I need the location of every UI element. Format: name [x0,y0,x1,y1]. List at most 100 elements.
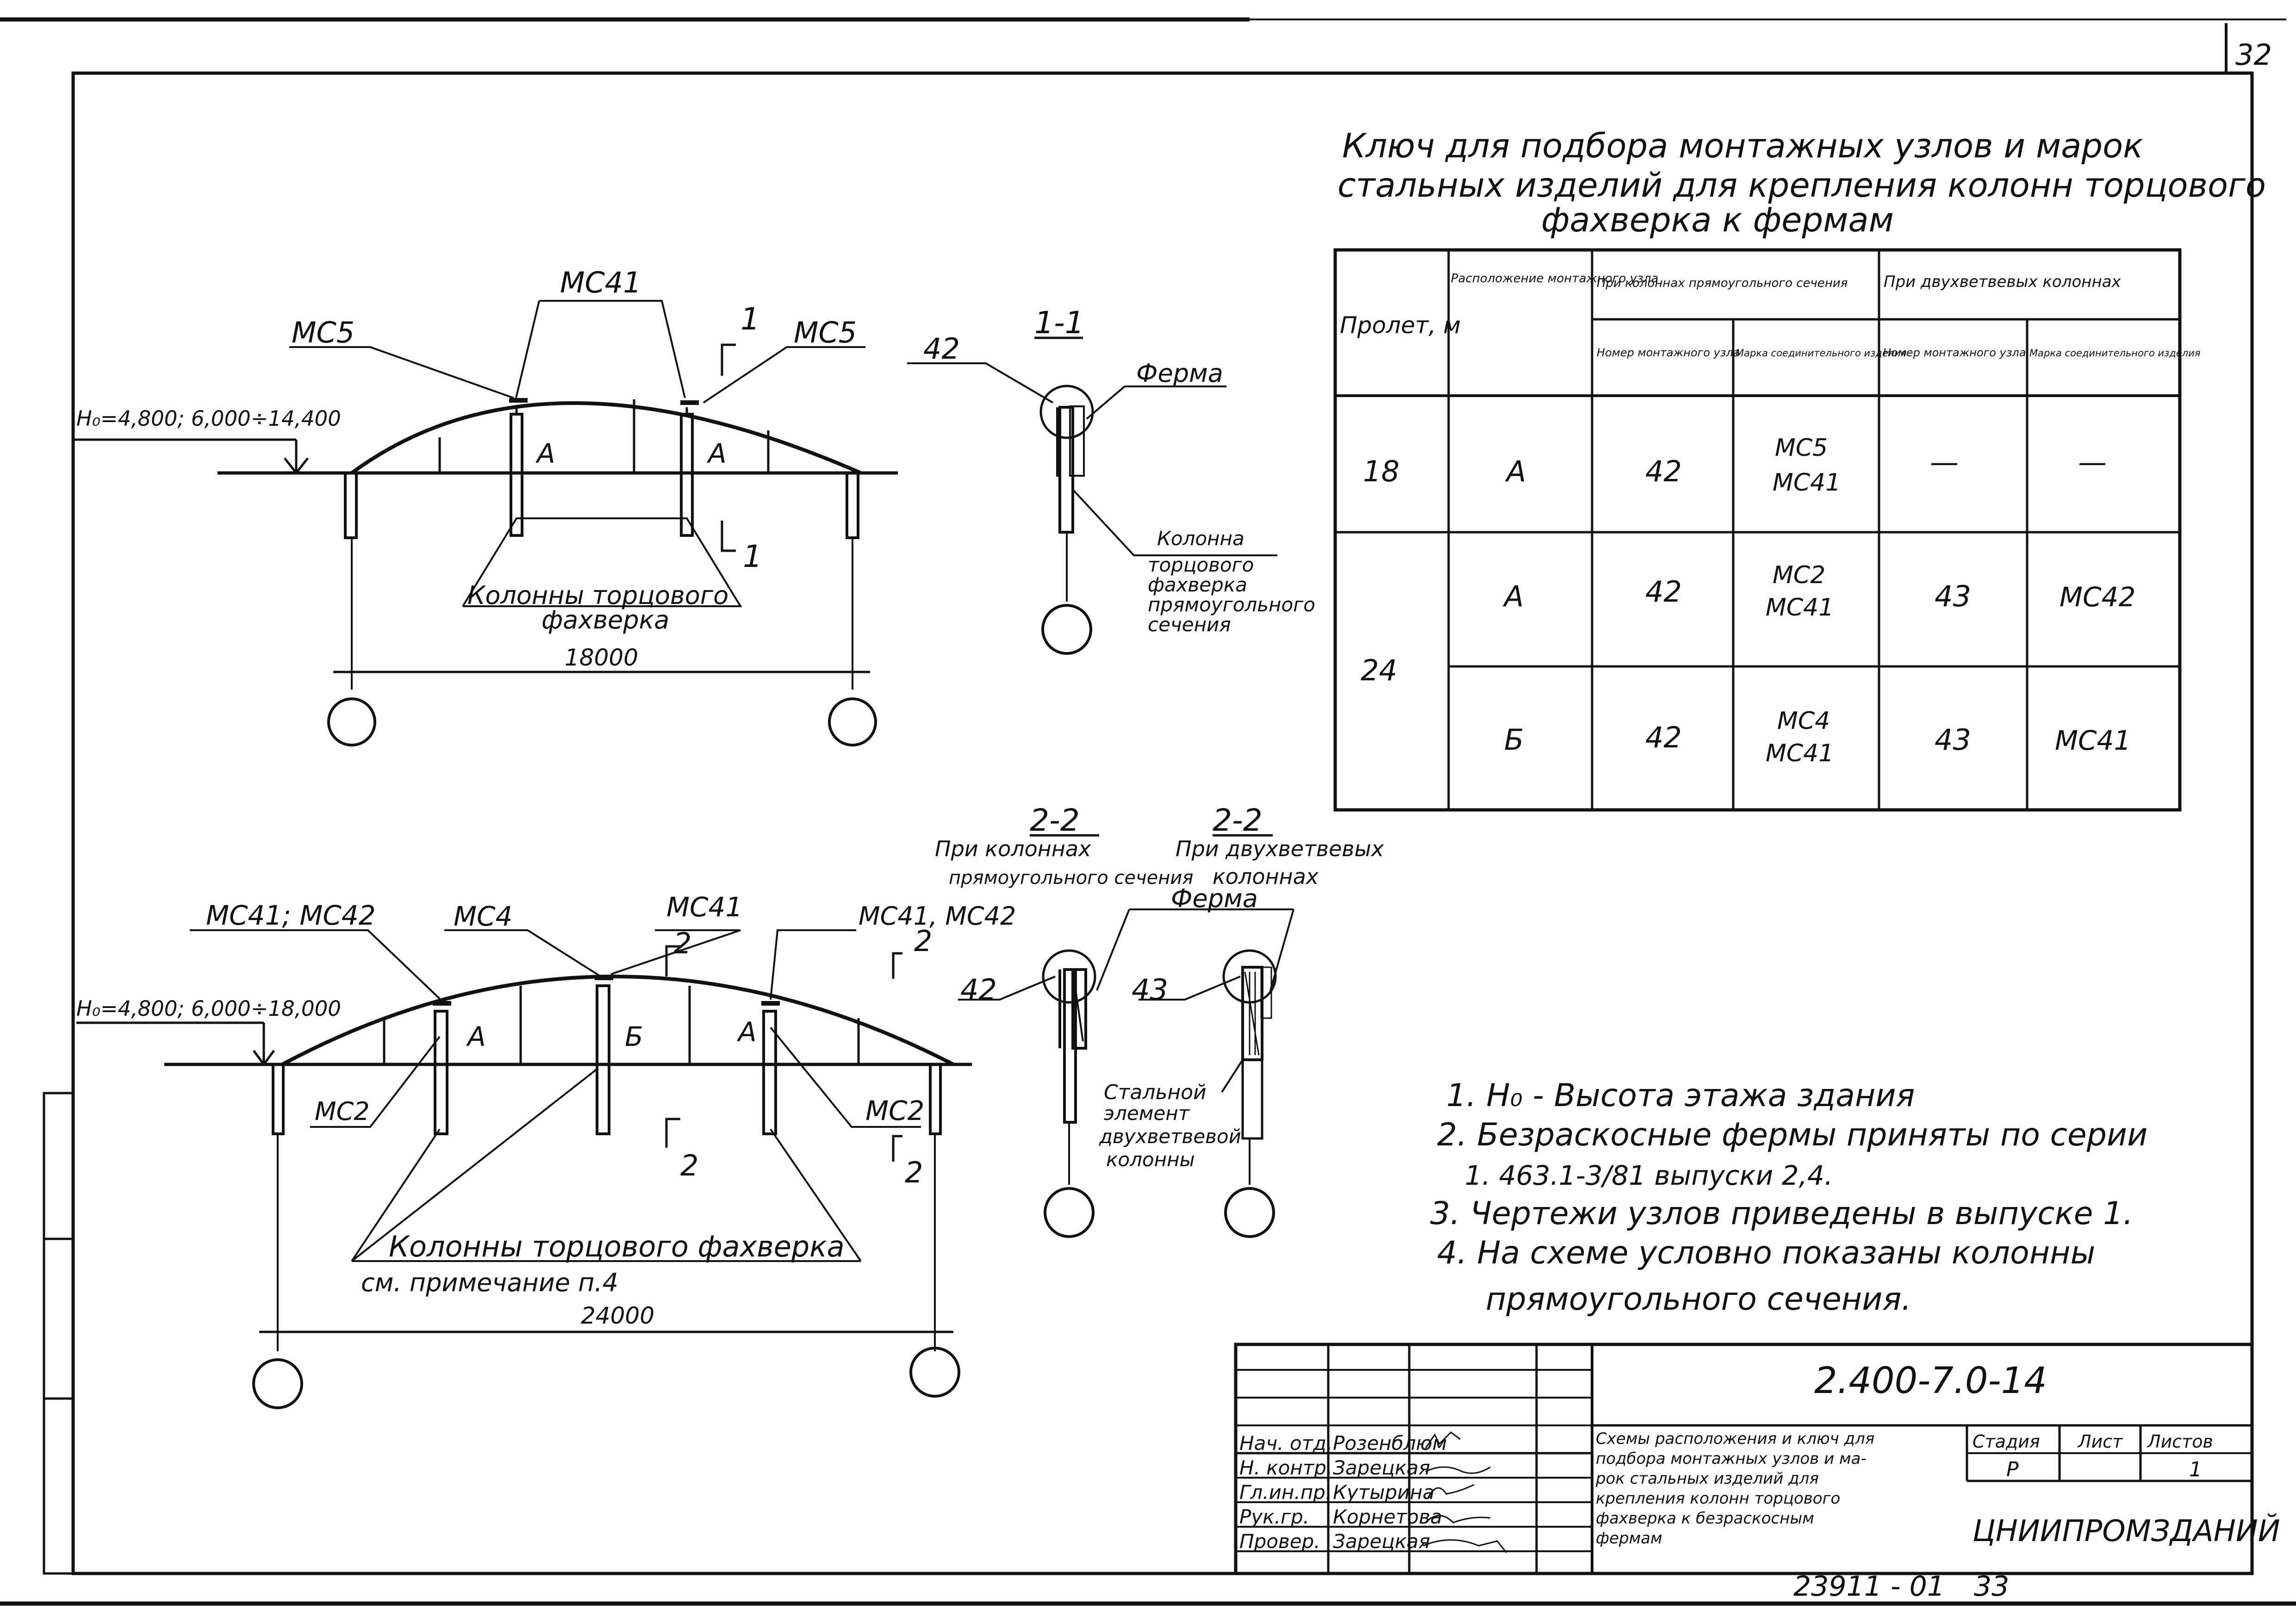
key-cell-mark-b-row1: МС41 [1773,469,1841,497]
section-2-2 [958,834,1294,1238]
columns-label-18m-2: фахверка [541,605,669,634]
key-title-2: стальных изделий для крепления колонн то… [1338,166,2266,205]
columns-label-18m-1: Колонны торцового [467,581,728,610]
section-2-2-title-b: 2-2 [1213,802,1263,838]
section-1-1-col-1: Колонна [1157,527,1244,550]
section-2-2-sub-a2: прямоугольного сечения [949,867,1193,889]
key-head-position: Расположение монтажного узла [1451,272,1658,286]
mark-label-mc5-right: МС5 [794,316,857,349]
key-cell-span-24: 24 [1361,653,1397,687]
stamp-role-5: Провер. [1239,1530,1320,1553]
stamp-name-1: Розенблюм [1333,1432,1447,1455]
scheme-18m [74,300,898,746]
stamp-desc-3: рок стальных изделий для [1595,1469,1819,1488]
stamp-desc-2: подбора монтажных узлов и ма- [1596,1449,1867,1468]
height-label-18m: H₀=4,800; 6,000÷14,400 [76,406,341,431]
stamp-desc-6: фермам [1596,1529,1662,1548]
key-cell-mark2-row3: МС41 [2055,725,2131,756]
stamp-desc-4: крепления колонн торцового [1596,1489,1840,1508]
columns-label-24m-1: Колонны торцового фахверка [389,1230,845,1263]
note-3: 3. Чертежи узлов приведены в выпуске 1. [1430,1195,2133,1232]
note-1: 1. H₀ - Высота этажа здания [1446,1077,1915,1114]
stamp-role-3: Гл.ин.пр. [1239,1481,1332,1504]
key-cell-mark-b-row3: МС41 [1766,740,1834,767]
key-head-two: При двухветвевых колоннах [1884,273,2122,291]
section-2-2-sub-a1: При колоннах [935,836,1091,861]
section-cut-1-bottom: 1 [743,539,762,574]
bottom-number: 33 [1974,1570,2009,1603]
mark-label-mc2-left: МС2 [315,1097,370,1126]
section-cut-2-c: 2 [680,1149,698,1182]
mark-label-mc41-18m: МС41 [560,266,641,299]
key-head-node-1: Номер монтажного узла [1597,346,1740,359]
key-cell-mark-a-row3: МС4 [1777,707,1830,735]
title-block-grid [1234,1343,2254,1575]
node-label-a-right: А [706,438,727,469]
node-label-a-left: А [535,438,555,469]
mark-label-mc41-top: МС41 [666,891,742,923]
section-2-2-node-42: 42 [960,973,997,1007]
height-label-24m: H₀=4,800; 6,000÷18,000 [76,996,341,1021]
stamp-role-4: Рук.гр. [1239,1505,1309,1528]
section-cut-2-b: 2 [914,924,932,958]
stamp-signatures [1423,1431,1507,1553]
key-head-mark-2: Марка соединительного изделия [2029,348,2200,359]
stamp-role-1: Нач. отд. [1239,1432,1332,1455]
key-cell-node-row1: 42 [1645,454,1682,488]
section-2-2-truss: Ферма [1171,884,1258,913]
note-4-cont: прямоугольного сечения. [1486,1281,1911,1318]
stamp-stage-value: Р [2006,1458,2019,1481]
note-4: 4. На схеме условно показаны колонны [1437,1235,2095,1271]
node-label-b: Б [625,1021,643,1052]
mark-label-mc5-left: МС5 [292,316,355,349]
section-2-2-sub-b1: При двухветвевых [1176,836,1384,861]
bottom-code: 23911 - 01 [1793,1570,1945,1603]
note-2-cont: 1. 463.1-3/81 выпуски 2,4. [1465,1160,1833,1191]
key-cell-pos-row2: А [1502,579,1524,613]
stamp-name-5: Зарецкая [1333,1530,1430,1553]
section-1-1-col-5: сечения [1148,613,1231,636]
stamp-name-3: Кутырина [1333,1481,1434,1504]
key-table-grid [1333,248,2182,812]
dimension-18000: 18000 [565,644,638,671]
section-1-1-col-3: фахверка [1148,573,1247,596]
stamp-sheet-label: Лист [2077,1431,2123,1452]
stamp-desc-5: фахверка к безраскосным [1596,1509,1814,1528]
section-1-1-node: 42 [923,332,960,366]
stamp-sheets-label: Листов [2147,1431,2213,1452]
key-head-mark-1: Марка соединительного изделия [1736,348,1906,359]
key-cell-span-18: 18 [1363,454,1400,488]
key-cell-mark-a-row2: МС2 [1773,561,1825,589]
stamp-organization: ЦНИИПРОМЗДАНИЙ [1972,1513,2280,1548]
page-number: 32 [2235,38,2272,72]
section-2-2-steel-2: элемент [1104,1102,1190,1125]
section-1-1 [907,336,1277,655]
section-2-2-node-43: 43 [1132,973,1168,1007]
section-2-2-steel-1: Стальной [1104,1081,1207,1104]
mark-label-mc41-mc42-right: МС41, МС42 [859,902,1016,931]
key-head-rect: При колоннах прямоугольного сечения [1597,276,1848,290]
key-head-node-2: Номер монтажного узла [1883,346,2026,359]
key-cell-node2-row3: 43 [1935,723,1971,757]
mark-label-mc41-mc42-left: МС41; МС42 [206,900,376,931]
node-label-a2: А [736,1016,757,1048]
section-1-1-col-4: прямоугольного [1148,593,1315,616]
section-cut-2-d: 2 [905,1156,923,1189]
stamp-name-4: Корнетова [1333,1505,1442,1528]
mark-label-mc4: МС4 [454,901,512,932]
key-cell-mark2-row2: МС42 [2060,581,2135,613]
node-label-a1: А [466,1021,486,1052]
section-2-2-steel-3: двухветвевой [1099,1125,1241,1148]
section-2-2-title-a: 2-2 [1030,802,1080,838]
section-cut-1-top: 1 [740,301,760,337]
key-cell-mark-b-row2: МС41 [1766,594,1834,622]
stamp-stage-label: Стадия [1972,1431,2040,1452]
note-2: 2. Безраскосные фермы приняты по серии [1437,1117,2147,1153]
sheet-frame [0,17,2296,1606]
stamp-doc-code: 2.400-7.0-14 [1814,1360,2047,1402]
key-title-1: Ключ для подбора монтажных узлов и марок [1342,126,2143,165]
stamp-name-2: Зарецкая [1333,1456,1430,1479]
section-2-2-sub-b2: колоннах [1213,864,1319,889]
key-cell-node2-row1: — [1930,445,1959,479]
